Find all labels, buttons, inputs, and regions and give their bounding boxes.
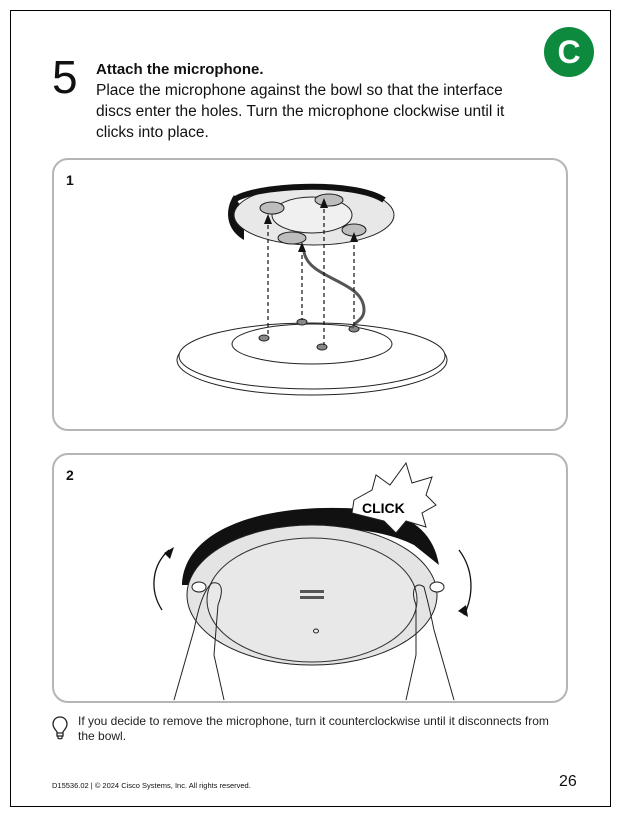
step-title: Attach the microphone.: [96, 61, 264, 78]
illustration-panel-2: 2 CLICK: [52, 453, 568, 703]
alignment-arrows: [267, 202, 355, 345]
hands: [173, 581, 455, 701]
microphone-alignment-illustration: [176, 183, 448, 396]
illustration-panel-1: 1: [52, 158, 568, 431]
rotation-arrow-left: [153, 549, 170, 611]
section-badge: C: [544, 27, 594, 77]
page-number: 26: [559, 773, 577, 790]
cisco-logo-mark: [300, 590, 324, 599]
panel-number: 2: [66, 467, 74, 483]
step-instructions: Place the microphone against the bowl so…: [96, 82, 505, 141]
panel-number: 1: [66, 172, 74, 188]
footer-document-info: D15536.02 | © 2024 Cisco Systems, Inc. A…: [52, 781, 251, 790]
lightbulb-icon: [52, 716, 68, 740]
step-number: 5: [52, 51, 78, 103]
click-label: CLICK: [362, 500, 405, 516]
click-callout: CLICK: [351, 461, 437, 534]
ceiling-bowl: [176, 318, 448, 396]
page-frame: [10, 10, 611, 807]
tip-text: If you decide to remove the microphone, …: [78, 714, 549, 743]
microphone-rotation-illustration: CLICK: [153, 461, 472, 701]
arrowheads: [264, 198, 358, 252]
microphone-unit: [228, 183, 395, 246]
cable: [302, 251, 366, 329]
bowl-rim-shadow: [182, 507, 439, 585]
rotation-arrow-right: [458, 549, 472, 616]
